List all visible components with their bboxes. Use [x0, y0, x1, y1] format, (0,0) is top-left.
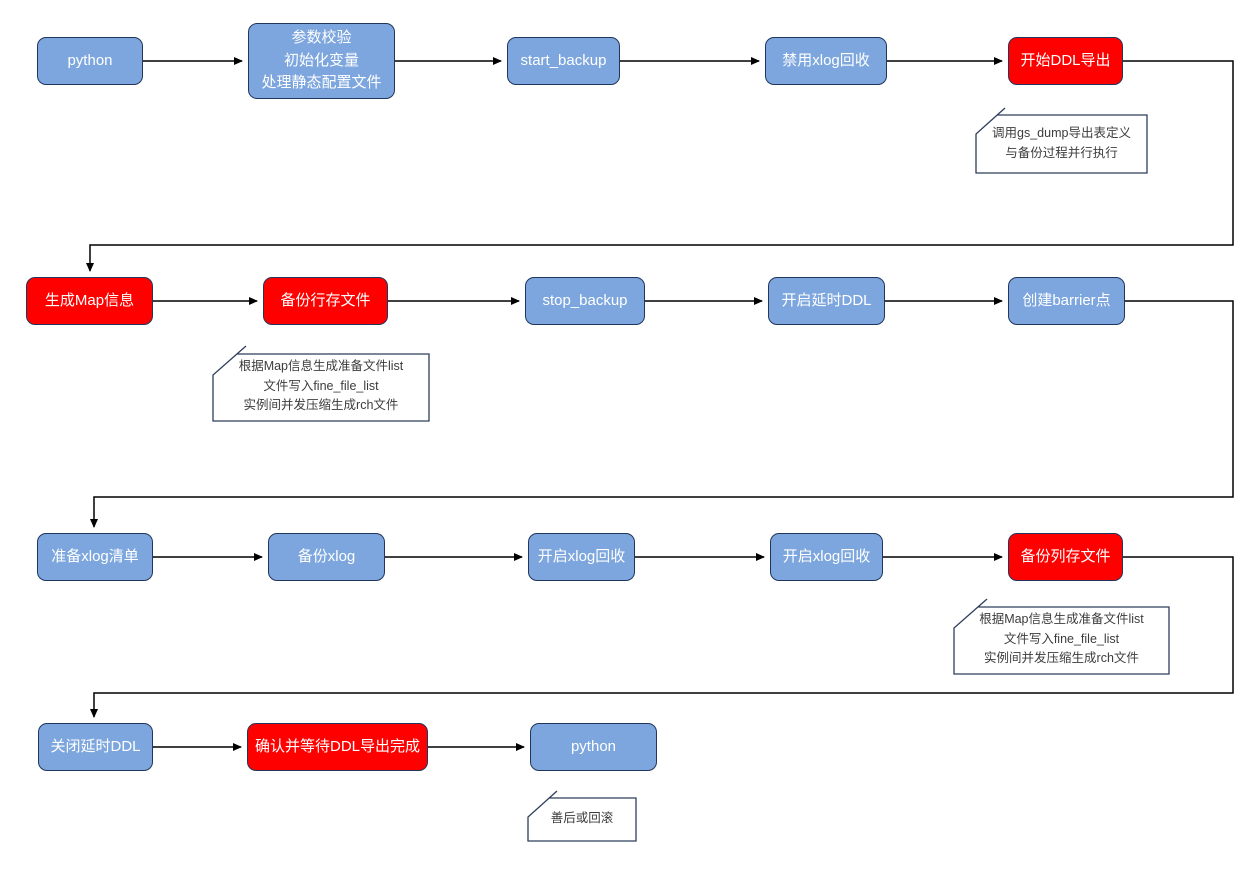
note-outline — [975, 107, 1148, 174]
node-enable-delayed-ddl: 开启延时DDL — [768, 277, 885, 325]
node-start-ddl-export: 开始DDL导出 — [1008, 37, 1123, 85]
note-column-store-detail: 根据Map信息生成准备文件list 文件写入fine_file_list 实例间… — [953, 598, 1170, 675]
node-python-start: python — [37, 37, 143, 85]
node-enable-xlog-recycle-1: 开启xlog回收 — [528, 533, 635, 581]
note-outline — [212, 345, 430, 422]
note-text: 善后或回滚 — [550, 811, 614, 826]
node-prepare-xlog-list: 准备xlog清单 — [37, 533, 153, 581]
note-text: 根据Map信息生成准备文件list 文件写入fine_file_list 实例间… — [979, 612, 1144, 666]
note-text: 调用gs_dump导出表定义 与备份过程并行执行 — [992, 126, 1131, 160]
note-cleanup-rollback: 善后或回滚 — [527, 790, 637, 842]
node-python-end: python — [530, 723, 657, 771]
node-stop-backup: stop_backup — [525, 277, 645, 325]
node-backup-column-store-files: 备份列存文件 — [1008, 533, 1123, 581]
connector-start-ddl-export-to-generate-map-info — [86, 60, 1234, 272]
connector-create-barrier-to-prepare-xlog-list — [90, 300, 1234, 528]
node-generate-map-info: 生成Map信息 — [26, 277, 153, 325]
connector-backup-column-store-to-disable-delayed-ddl — [90, 556, 1234, 718]
note-ddl-export-detail: 调用gs_dump导出表定义 与备份过程并行执行 — [975, 107, 1148, 174]
node-enable-xlog-recycle-2: 开启xlog回收 — [770, 533, 883, 581]
note-outline — [527, 790, 637, 842]
node-confirm-wait-ddl-export: 确认并等待DDL导出完成 — [247, 723, 428, 771]
node-disable-xlog-recycle: 禁用xlog回收 — [765, 37, 887, 85]
note-outline — [953, 598, 1170, 675]
node-param-validation: 参数校验 初始化变量 处理静态配置文件 — [248, 23, 395, 99]
note-text: 根据Map信息生成准备文件list 文件写入fine_file_list 实例间… — [238, 359, 404, 413]
node-start-backup: start_backup — [507, 37, 620, 85]
node-backup-row-store-files: 备份行存文件 — [263, 277, 388, 325]
node-create-barrier-point: 创建barrier点 — [1008, 277, 1125, 325]
node-backup-xlog: 备份xlog — [268, 533, 385, 581]
node-disable-delayed-ddl: 关闭延时DDL — [38, 723, 153, 771]
note-row-store-detail: 根据Map信息生成准备文件list 文件写入fine_file_list 实例间… — [212, 345, 430, 422]
